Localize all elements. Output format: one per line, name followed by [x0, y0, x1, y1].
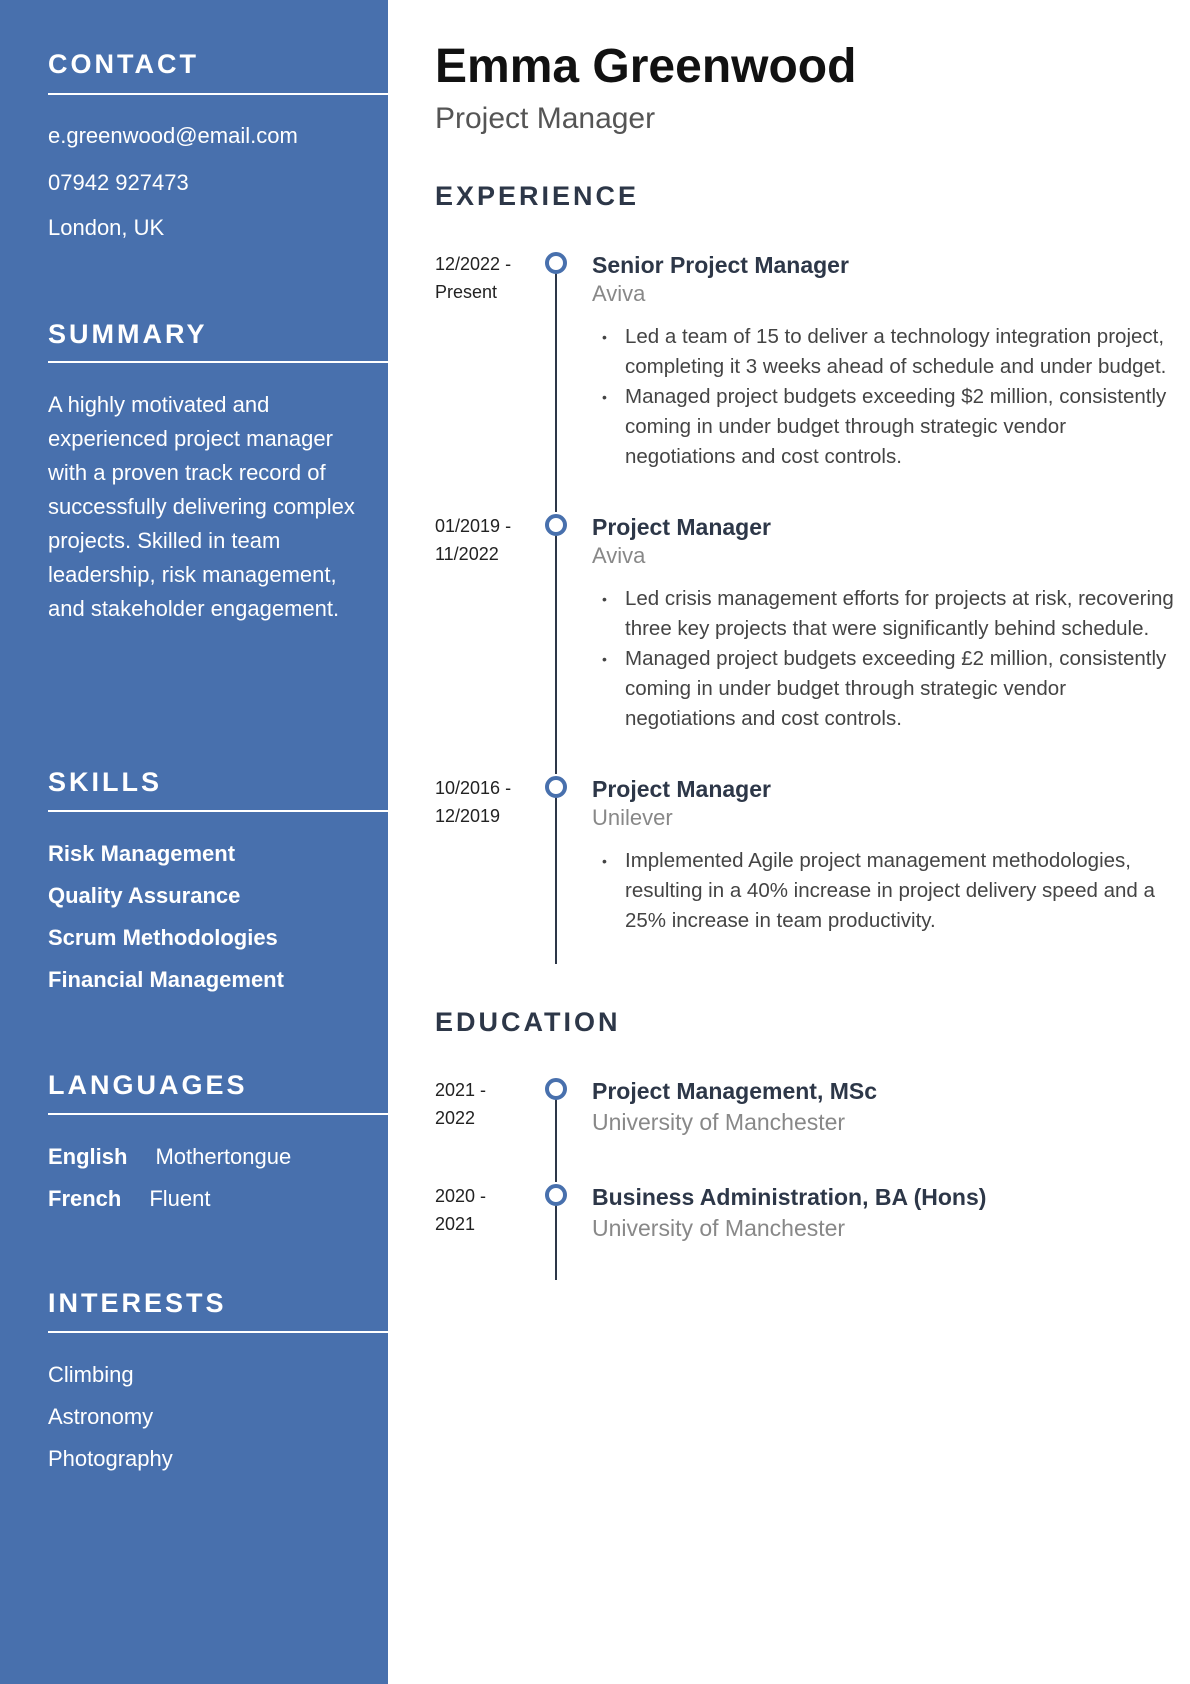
date-end: 2022: [435, 1108, 476, 1128]
interest-item: Climbing: [48, 1362, 134, 1387]
date-range: 2021 - 2022: [435, 1076, 535, 1132]
sidebar: CONTACT e.greenwood@email.com 07942 9274…: [0, 0, 388, 1684]
job-company: Aviva: [592, 543, 646, 568]
interest-item: Photography: [48, 1446, 173, 1471]
experience-heading: EXPERIENCE: [435, 181, 640, 211]
language-level: Mothertongue: [155, 1144, 292, 1169]
divider: [48, 361, 388, 363]
job-company: Aviva: [592, 281, 646, 306]
school: University of Manchester: [592, 1215, 846, 1241]
skill-item: Scrum Methodologies: [48, 925, 278, 950]
education-timeline: 2021 - 2022 Project Management, MSc Unive…: [435, 1076, 1175, 1280]
languages-heading: LANGUAGES: [48, 1070, 248, 1100]
main-content: Emma Greenwood Project Manager EXPERIENC…: [435, 38, 1175, 1280]
date-start: 10/2016 -: [435, 778, 512, 798]
summary-text: A highly motivated and experienced proje…: [48, 392, 355, 621]
divider: [48, 1331, 388, 1333]
date-range: 01/2019 - 11/2022: [435, 512, 535, 568]
date-start: 2021 -: [435, 1080, 487, 1100]
education-item: 2021 - 2022 Project Management, MSc Unive…: [435, 1076, 1175, 1182]
language-item: French Fluent: [48, 1184, 211, 1214]
divider: [48, 1113, 388, 1115]
date-end: 12/2019: [435, 806, 501, 826]
timeline-dot-icon: [545, 252, 567, 274]
job-role: Project Manager: [592, 776, 771, 802]
candidate-name: Emma Greenwood: [435, 40, 857, 93]
interest-item: Astronomy: [48, 1404, 154, 1429]
job-role: Senior Project Manager: [592, 252, 849, 278]
date-range: 12/2022 - Present: [435, 250, 535, 306]
experience-item: 01/2019 - 11/2022 Project Manager Aviva L…: [435, 512, 1175, 774]
experience-item: 10/2016 - 12/2019 Project Manager Unileve…: [435, 774, 1175, 964]
language-item: English Mothertongue: [48, 1142, 291, 1172]
experience-timeline: 12/2022 -Present Senior Project Manager …: [435, 250, 1175, 964]
date-range: 2020 - 2021: [435, 1182, 535, 1238]
divider: [48, 810, 388, 812]
school: University of Manchester: [592, 1109, 846, 1135]
date-start: 12/2022 -: [435, 254, 512, 274]
job-bullet: Managed project budgets exceeding $2 mil…: [592, 382, 1175, 472]
language-name: French: [48, 1186, 122, 1211]
date-end: 11/2022: [435, 544, 499, 564]
education-section: EDUCATION 2021 - 2022 Project Management,…: [435, 1006, 1175, 1280]
contact-email[interactable]: e.greenwood@email.com: [48, 123, 298, 148]
contact-phone: 07942 927473: [48, 170, 189, 195]
job-bullet: Implemented Agile project management met…: [592, 846, 1175, 936]
divider: [48, 93, 388, 95]
education-heading: EDUCATION: [435, 1007, 621, 1037]
date-start: 2020 -: [435, 1186, 487, 1206]
degree: Project Management, MSc: [592, 1078, 878, 1104]
job-company: Unilever: [592, 805, 673, 830]
language-name: English: [48, 1144, 128, 1169]
interests-heading: INTERESTS: [48, 1288, 227, 1318]
timeline-dot-icon: [545, 1078, 567, 1100]
timeline-dot-icon: [545, 514, 567, 536]
language-level: Fluent: [149, 1186, 211, 1211]
job-bullet: Managed project budgets exceeding £2 mil…: [592, 644, 1175, 734]
skill-item: Financial Management: [48, 967, 284, 992]
skills-heading: SKILLS: [48, 767, 163, 797]
date-start: 01/2019 -: [435, 516, 512, 536]
date-end: Present: [435, 282, 498, 302]
job-role: Project Manager: [592, 514, 771, 540]
experience-section: EXPERIENCE 12/2022 - Present Senior Proje…: [435, 180, 1175, 964]
degree: Business Administration, BA (Hons): [592, 1184, 987, 1210]
date-end: 2021: [435, 1214, 476, 1234]
job-bullet: Led crisis management efforts for projec…: [592, 584, 1175, 644]
skill-item: Risk Management: [48, 841, 236, 866]
contact-location: London, UK: [48, 215, 165, 240]
job-bullet: Led a team of 15 to deliver a technology…: [592, 322, 1175, 382]
education-item: 2020 - 2021 Business Administration, BA (…: [435, 1182, 1175, 1280]
timeline-dot-icon: [545, 1184, 567, 1206]
contact-heading: CONTACT: [48, 49, 199, 79]
summary-heading: SUMMARY: [48, 319, 208, 349]
skill-item: Quality Assurance: [48, 883, 241, 908]
candidate-title: Project Manager: [435, 102, 656, 135]
experience-item: 12/2022 -Present Senior Project Manager …: [435, 250, 1175, 512]
timeline-dot-icon: [545, 776, 567, 798]
date-range: 10/2016 - 12/2019: [435, 774, 535, 830]
